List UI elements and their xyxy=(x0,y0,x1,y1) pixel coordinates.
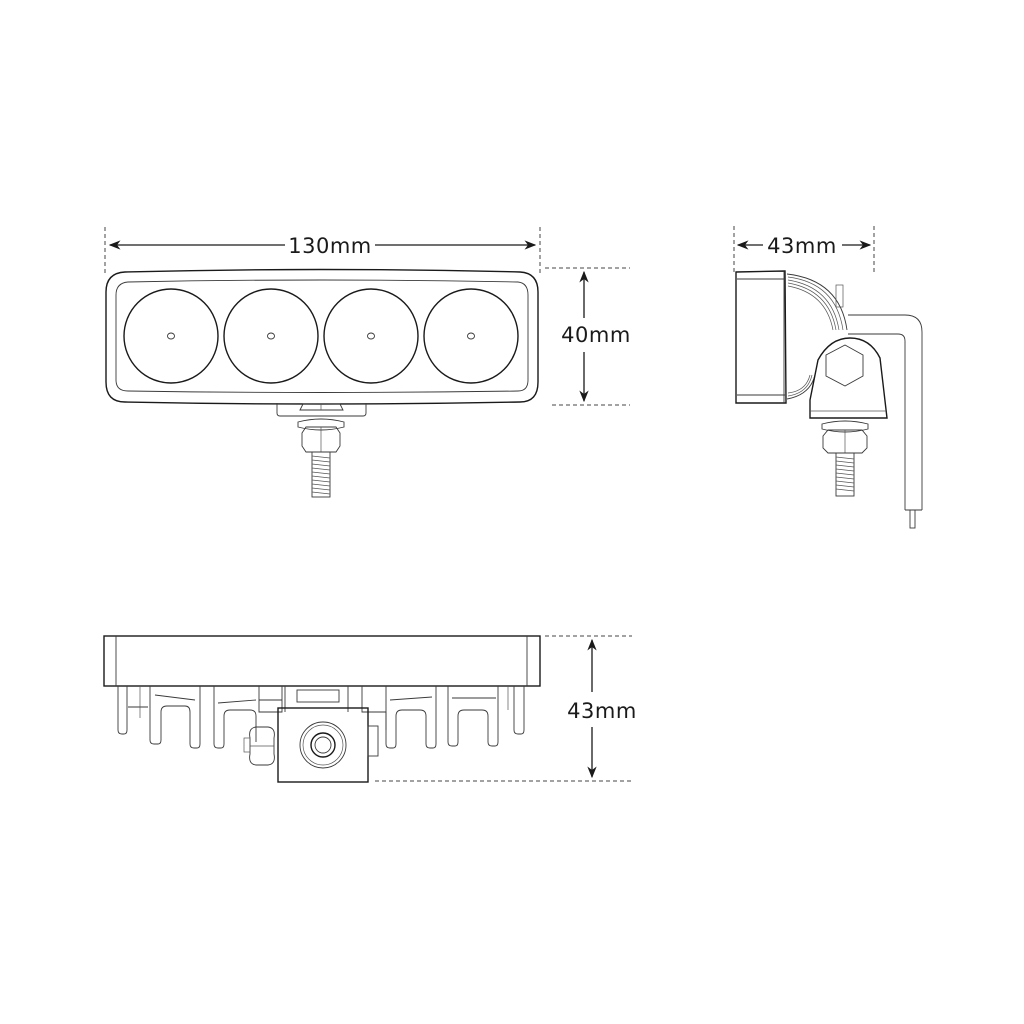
top-view: 43mm xyxy=(103,635,637,783)
side-power-cable xyxy=(848,314,923,511)
front-view: 130mm xyxy=(104,227,631,498)
top-mount-block xyxy=(243,707,379,783)
led-lens-4 xyxy=(423,288,519,384)
side-swivel-mount xyxy=(809,337,888,419)
side-lens-body xyxy=(735,270,787,404)
height-label: 40mm xyxy=(561,323,631,347)
led-lens-1 xyxy=(123,288,219,384)
side-view: 43mm xyxy=(733,226,923,529)
cable-wire-end xyxy=(909,509,916,529)
front-housing-outer xyxy=(105,268,539,405)
width-label: 130mm xyxy=(288,234,372,258)
height-dimension: 40mm xyxy=(545,267,631,406)
top-heatsink-fins xyxy=(117,686,525,749)
led-lens-3 xyxy=(323,288,419,384)
led-lens-2 xyxy=(223,288,319,384)
side-heatsink xyxy=(786,273,848,400)
front-housing-inner xyxy=(115,279,529,393)
top-height-dimension: 43mm xyxy=(375,635,637,782)
top-housing xyxy=(103,635,541,687)
front-mount-bolt xyxy=(276,403,367,498)
width-dimension: 130mm xyxy=(104,227,541,275)
depth-label: 43mm xyxy=(767,234,837,258)
top-height-label: 43mm xyxy=(567,699,637,723)
depth-dimension: 43mm xyxy=(733,226,875,275)
side-mount-bolt xyxy=(821,420,869,497)
